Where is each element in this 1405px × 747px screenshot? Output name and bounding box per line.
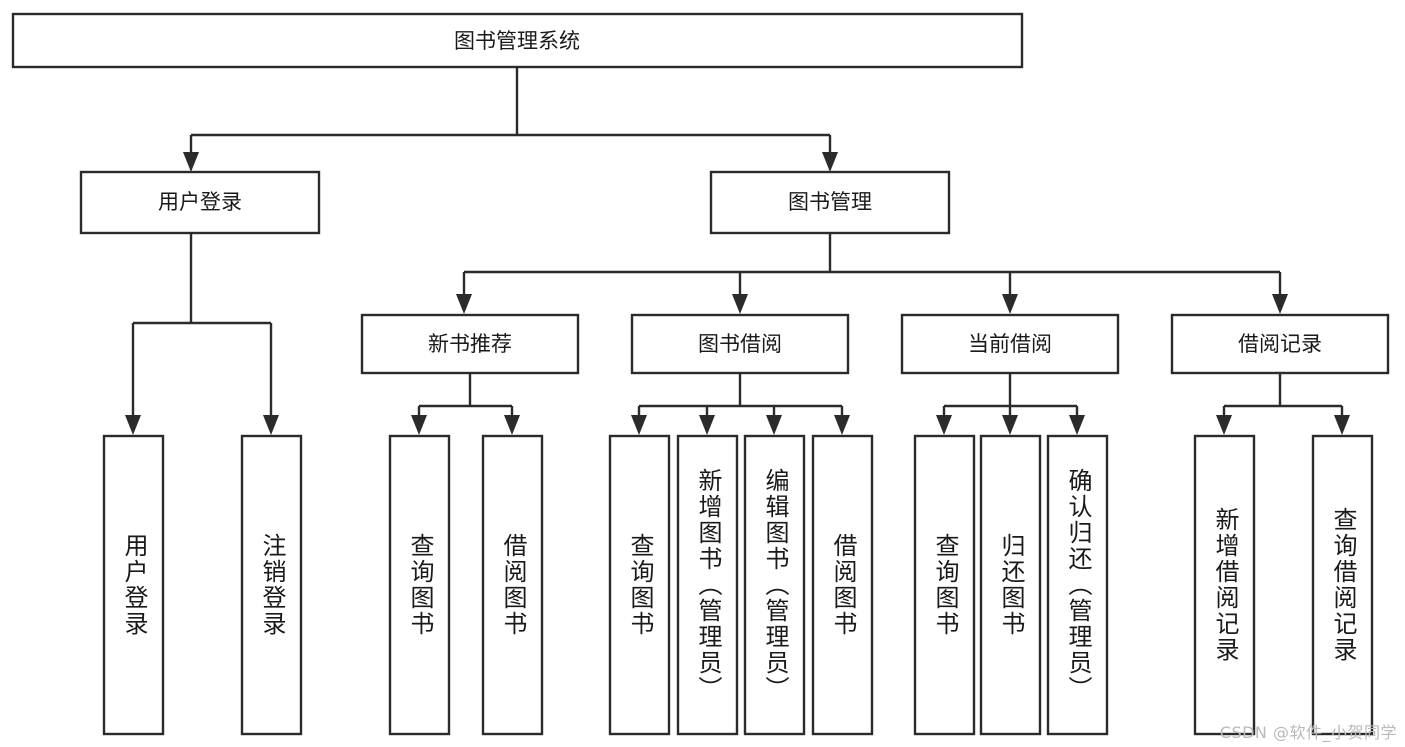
edge-group-new-book-to-leaves	[411, 373, 520, 435]
node-new-book-recommend-box[interactable]	[360, 313, 580, 375]
node-leaf-book-borrow-edit-box[interactable]	[743, 434, 806, 736]
arrowhead-user-login	[183, 152, 199, 172]
node-new-book-recommend[interactable]: 新书推荐	[360, 313, 580, 375]
node-leaf-new-book-query-box[interactable]	[388, 434, 451, 736]
edge-group-book-borrow-to-leaves	[631, 373, 850, 435]
node-leaf-user-login-logout[interactable]: 注销登录	[240, 434, 303, 736]
node-leaf-book-borrow-query-box[interactable]	[608, 434, 671, 736]
edge-group-book-manage-to-level3	[456, 233, 1288, 314]
node-borrow-record-label: 借阅记录	[1238, 332, 1322, 356]
node-current-borrow-box[interactable]	[900, 313, 1120, 375]
arrowhead-new-book-leaf1	[411, 415, 427, 435]
node-leaf-book-borrow-add-box[interactable]	[676, 434, 739, 736]
arrowhead-user-login-leaf1	[125, 415, 141, 435]
node-borrow-record[interactable]: 借阅记录	[1170, 313, 1390, 375]
node-leaf-new-book-borrow-label: 借阅图书	[499, 533, 527, 637]
edge-group-root-to-level2	[183, 67, 838, 172]
csdn-watermark: CSDN @软件_小贺同学	[1219, 723, 1397, 742]
node-root-system-box[interactable]	[11, 12, 1024, 69]
node-leaf-user-login-logout-box[interactable]	[240, 434, 303, 736]
edge-group-borrow-record-to-leaves	[1216, 373, 1350, 435]
node-user-login-label: 用户登录	[158, 190, 242, 214]
node-leaf-new-book-borrow-box[interactable]	[481, 434, 544, 736]
arrowhead-book-manage	[822, 152, 838, 172]
node-leaf-current-borrow-confirm[interactable]: 确认归还（管理员）	[1046, 434, 1109, 736]
node-leaf-new-book-borrow[interactable]: 借阅图书	[481, 434, 544, 736]
node-leaf-current-borrow-confirm-label: 确认归还（管理员）	[1064, 468, 1092, 702]
arrowhead-book-borrow	[732, 294, 748, 314]
node-root-system-label: 图书管理系统	[454, 29, 580, 53]
node-book-borrow-label: 图书借阅	[698, 332, 782, 356]
node-leaf-book-borrow-add[interactable]: 新增图书（管理员）	[676, 434, 739, 736]
node-leaf-borrow-record-add-label: 新增借阅记录	[1211, 507, 1239, 663]
edge-group-user-login-to-leaves	[125, 233, 279, 435]
node-leaf-new-book-query-label: 查询图书	[406, 533, 434, 637]
node-book-borrow-box[interactable]	[630, 313, 850, 375]
edge-group-current-borrow-to-leaves	[936, 373, 1085, 435]
arrowhead-borrow-record	[1272, 294, 1288, 314]
node-book-manage-label: 图书管理	[788, 190, 872, 214]
node-leaf-new-book-query[interactable]: 查询图书	[388, 434, 451, 736]
node-leaf-borrow-record-add[interactable]: 新增借阅记录	[1193, 434, 1256, 736]
arrowhead-book-borrow-leaf1	[631, 415, 647, 435]
node-user-login[interactable]: 用户登录	[79, 170, 321, 235]
node-leaf-current-borrow-return-box[interactable]	[979, 434, 1042, 736]
arrowhead-current-borrow-leaf2	[1002, 415, 1018, 435]
node-leaf-book-borrow-borrow-label: 借阅图书	[829, 533, 857, 637]
node-leaf-current-borrow-query[interactable]: 查询图书	[913, 434, 976, 736]
arrowhead-user-login-leaf2	[263, 415, 279, 435]
node-user-login-box[interactable]	[79, 170, 321, 235]
arrowhead-current-borrow-leaf3	[1069, 415, 1085, 435]
node-leaf-current-borrow-query-box[interactable]	[913, 434, 976, 736]
node-leaf-current-borrow-return[interactable]: 归还图书	[979, 434, 1042, 736]
arrowhead-borrow-record-leaf2	[1334, 415, 1350, 435]
node-leaf-borrow-record-add-box[interactable]	[1193, 434, 1256, 736]
arrowhead-current-borrow	[1002, 294, 1018, 314]
arrowhead-book-borrow-leaf4	[834, 415, 850, 435]
node-current-borrow-label: 当前借阅	[968, 332, 1052, 356]
node-leaf-book-borrow-borrow[interactable]: 借阅图书	[811, 434, 874, 736]
arrowhead-book-borrow-leaf3	[766, 415, 782, 435]
node-leaf-borrow-record-query[interactable]: 查询借阅记录	[1311, 434, 1374, 736]
node-leaf-borrow-record-query-label: 查询借阅记录	[1329, 507, 1357, 663]
node-leaf-user-login-login-label: 用户登录	[120, 533, 148, 637]
node-leaf-current-borrow-query-label: 查询图书	[931, 533, 959, 637]
arrowhead-borrow-record-leaf1	[1216, 415, 1232, 435]
arrowhead-book-borrow-leaf2	[699, 415, 715, 435]
node-book-manage-box[interactable]	[709, 170, 951, 235]
node-borrow-record-box[interactable]	[1170, 313, 1390, 375]
node-leaf-current-borrow-confirm-box[interactable]	[1046, 434, 1109, 736]
node-leaf-borrow-record-query-box[interactable]	[1311, 434, 1374, 736]
node-leaf-user-login-login-box[interactable]	[102, 434, 165, 736]
node-root-system[interactable]: 图书管理系统	[11, 12, 1024, 69]
node-leaf-book-borrow-edit[interactable]: 编辑图书（管理员）	[743, 434, 806, 736]
node-new-book-recommend-label: 新书推荐	[428, 332, 512, 356]
node-leaf-book-borrow-query[interactable]: 查询图书	[608, 434, 671, 736]
node-leaf-book-borrow-borrow-box[interactable]	[811, 434, 874, 736]
node-leaf-book-borrow-query-label: 查询图书	[626, 533, 654, 637]
node-current-borrow[interactable]: 当前借阅	[900, 313, 1120, 375]
arrowhead-new-book-leaf2	[504, 415, 520, 435]
arrowhead-current-borrow-leaf1	[936, 415, 952, 435]
node-book-borrow[interactable]: 图书借阅	[630, 313, 850, 375]
node-leaf-book-borrow-add-label: 新增图书（管理员）	[694, 468, 722, 702]
node-leaf-book-borrow-edit-label: 编辑图书（管理员）	[761, 468, 789, 702]
node-leaf-user-login-login[interactable]: 用户登录	[102, 434, 165, 736]
node-leaf-user-login-logout-label: 注销登录	[258, 533, 286, 637]
node-leaf-current-borrow-return-label: 归还图书	[997, 533, 1025, 637]
arrowhead-new-book	[456, 294, 472, 314]
node-book-manage[interactable]: 图书管理	[709, 170, 951, 235]
